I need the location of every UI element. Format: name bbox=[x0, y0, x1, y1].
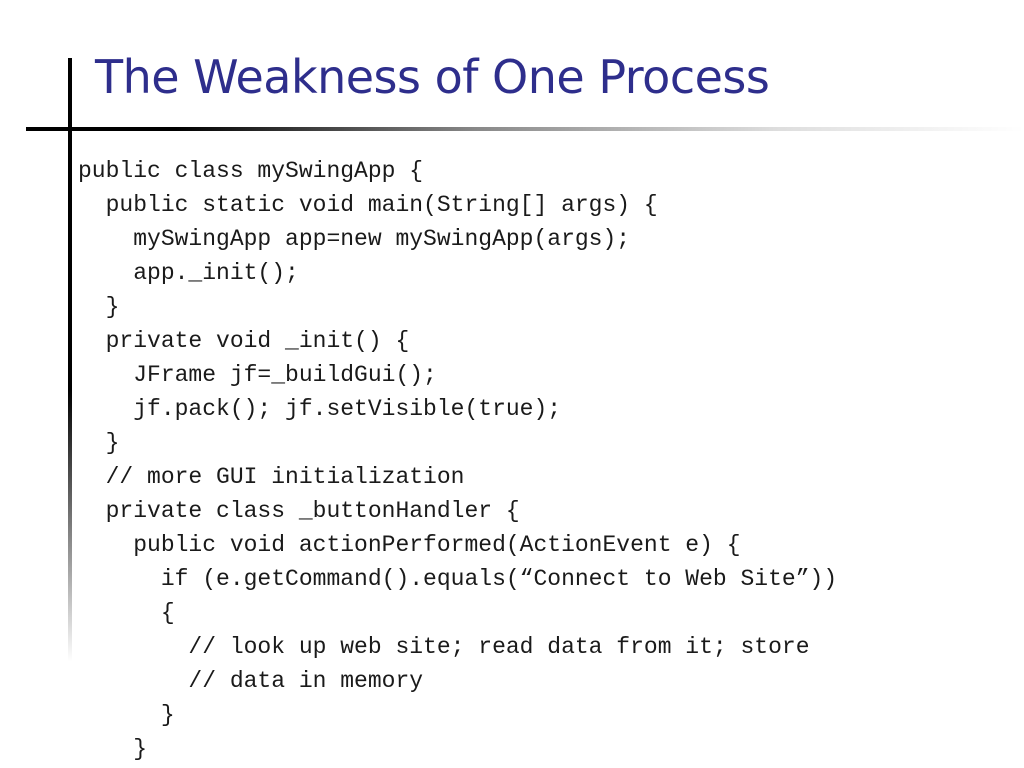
code-line: private void _init() { bbox=[78, 328, 410, 354]
code-line: { bbox=[78, 600, 175, 626]
horizontal-accent-rule bbox=[26, 127, 1024, 131]
code-line: } bbox=[78, 430, 120, 456]
code-line: // data in memory bbox=[78, 668, 424, 694]
code-line: if (e.getCommand().equals(“Connect to We… bbox=[78, 566, 838, 592]
code-line: app._init(); bbox=[78, 260, 299, 286]
code-line: // more GUI initialization bbox=[78, 464, 465, 490]
code-line: mySwingApp app=new mySwingApp(args); bbox=[78, 226, 631, 252]
code-line: } bbox=[78, 736, 148, 762]
code-line: } bbox=[78, 294, 120, 320]
code-line: private class _buttonHandler { bbox=[78, 498, 520, 524]
slide-title: The Weakness of One Process bbox=[95, 50, 770, 104]
code-line: // look up web site; read data from it; … bbox=[78, 634, 810, 660]
code-block: public class mySwingApp { public static … bbox=[78, 154, 837, 766]
code-line: public class mySwingApp { bbox=[78, 158, 424, 184]
code-line: JFrame jf=_buildGui(); bbox=[78, 362, 437, 388]
code-line: } bbox=[78, 702, 175, 728]
code-line: jf.pack(); jf.setVisible(true); bbox=[78, 396, 562, 422]
code-line: public static void main(String[] args) { bbox=[78, 192, 658, 218]
code-line: public void actionPerformed(ActionEvent … bbox=[78, 532, 741, 558]
vertical-accent-rule bbox=[68, 58, 72, 662]
